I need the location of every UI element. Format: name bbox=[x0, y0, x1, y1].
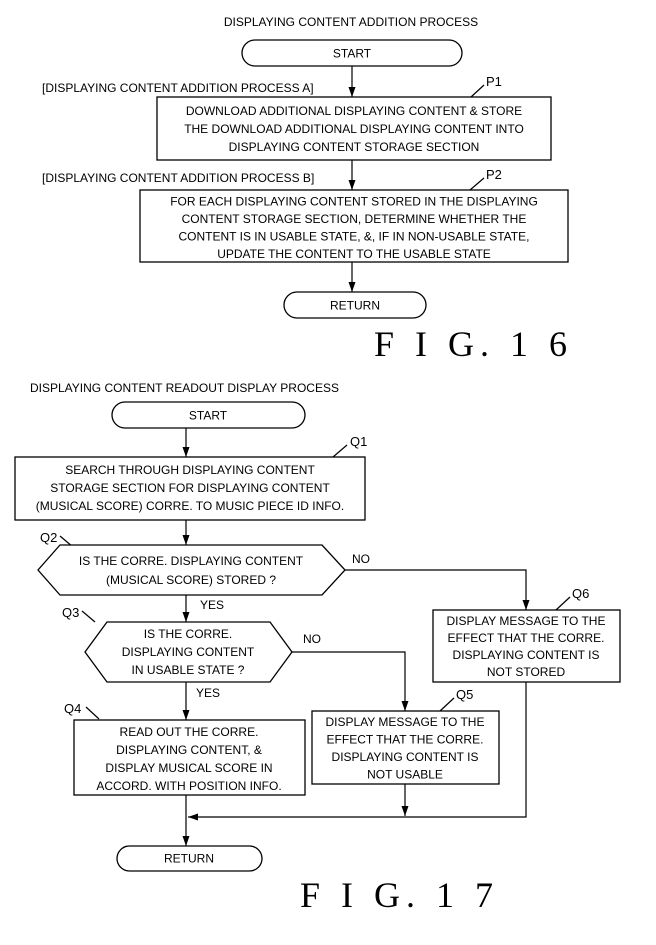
q2-ref-label: Q2 bbox=[40, 530, 57, 545]
fig17-start-terminator: START bbox=[111, 401, 306, 429]
fig16-step-p2: P2 FOR EACH DISPLAYING CONTENT STORED IN… bbox=[139, 167, 569, 263]
fig17-title: DISPLAYING CONTENT READOUT DISPLAY PROCE… bbox=[30, 381, 339, 395]
fig17-decision-q3: Q3 IS THE CORRE. DISPLAYING CONTENT IN U… bbox=[62, 605, 321, 700]
q4-leader-line bbox=[85, 706, 100, 720]
q3-text-line: IS THE CORRE. bbox=[144, 627, 232, 641]
p2-process-box bbox=[139, 189, 569, 263]
q6-text-line: NOT STORED bbox=[487, 665, 566, 679]
fig17-arrow-q6-to-merge bbox=[188, 682, 527, 821]
fig17-step-q4: Q4 READ OUT THE CORRE. DISPLAYING CONTEN… bbox=[64, 701, 306, 796]
q3-decision-shape bbox=[84, 621, 293, 683]
p2-text-line: CONTENT IS IN USABLE STATE, &, IF IN NON… bbox=[179, 230, 530, 244]
fig17-arrow-q2-no-to-q6 bbox=[345, 569, 530, 610]
p2-ref-label: P2 bbox=[486, 167, 502, 182]
p1-process-box bbox=[156, 96, 552, 161]
q6-leader-line bbox=[555, 596, 571, 611]
fig17-step-q6: Q6 DISPLAY MESSAGE TO THE EFFECT THAT TH… bbox=[432, 586, 621, 683]
q1-leader-line bbox=[332, 444, 348, 458]
q1-ref-label: Q1 bbox=[350, 434, 367, 449]
fig17-start-label: START bbox=[189, 409, 228, 423]
q2-decision-shape bbox=[37, 544, 346, 596]
p2-text-line: CONTENT STORAGE SECTION, DETERMINE WHETH… bbox=[182, 212, 527, 226]
q3-text-line: IN USABLE STATE ? bbox=[132, 663, 245, 677]
q4-ref-label: Q4 bbox=[64, 701, 81, 716]
q2-text-line: IS THE CORRE. DISPLAYING CONTENT bbox=[79, 554, 304, 568]
p1-text-line: THE DOWNLOAD ADDITIONAL DISPLAYING CONTE… bbox=[184, 122, 524, 136]
p1-text-line: DOWNLOAD ADDITIONAL DISPLAYING CONTENT &… bbox=[186, 104, 522, 118]
fig16-return-terminator: RETURN bbox=[283, 291, 427, 319]
fig17-return-terminator: RETURN bbox=[116, 845, 263, 872]
fig16-return-label: RETURN bbox=[330, 299, 380, 313]
q6-text-line: DISPLAYING CONTENT IS bbox=[453, 648, 600, 662]
q1-text-line: SEARCH THROUGH DISPLAYING CONTENT bbox=[65, 463, 315, 477]
fig16-start-label: START bbox=[333, 47, 372, 61]
q4-text-line: ACCORD. WITH POSITION INFO. bbox=[96, 779, 281, 793]
q5-ref-label: Q5 bbox=[456, 687, 473, 702]
fig17-step-q1: Q1 SEARCH THROUGH DISPLAYING CONTENT STO… bbox=[14, 434, 367, 521]
q5-text-line: EFFECT THAT THE CORRE. bbox=[327, 733, 484, 747]
fig17-return-shape bbox=[116, 845, 263, 872]
q5-text-line: DISPLAYING CONTENT IS bbox=[332, 750, 479, 764]
q4-text-line: DISPLAY MUSICAL SCORE IN bbox=[105, 761, 272, 775]
p1-leader-line bbox=[470, 84, 485, 98]
p1-ref-label: P1 bbox=[486, 74, 502, 89]
q4-text-line: DISPLAYING CONTENT, & bbox=[116, 743, 262, 757]
q1-text-line: STORAGE SECTION FOR DISPLAYING CONTENT bbox=[50, 481, 330, 495]
q1-text-line: (MUSICAL SCORE) CORRE. TO MUSIC PIECE ID… bbox=[36, 499, 344, 513]
q3-ref-label: Q3 bbox=[62, 605, 79, 620]
q3-no-label: NO bbox=[303, 632, 321, 646]
q2-no-label: NO bbox=[352, 552, 370, 566]
q5-leader-line bbox=[439, 697, 455, 712]
q6-text-line: EFFECT THAT THE CORRE. bbox=[448, 631, 605, 645]
p2-text-line: FOR EACH DISPLAYING CONTENT STORED IN TH… bbox=[170, 195, 538, 209]
q6-process-box bbox=[432, 609, 621, 683]
p2-text-line: UPDATE THE CONTENT TO THE USABLE STATE bbox=[217, 247, 491, 261]
fig16-flowchart: DISPLAYING CONTENT ADDITION PROCESS STAR… bbox=[42, 15, 573, 364]
fig17-flowchart: DISPLAYING CONTENT READOUT DISPLAY PROCE… bbox=[14, 381, 621, 915]
q5-text-line: DISPLAY MESSAGE TO THE bbox=[326, 715, 485, 729]
q3-leader-line bbox=[81, 610, 96, 623]
fig16-step-p1: P1 DOWNLOAD ADDITIONAL DISPLAYING CONTEN… bbox=[156, 74, 552, 161]
fig17-return-label: RETURN bbox=[164, 852, 214, 866]
q5-text-line: NOT USABLE bbox=[367, 768, 443, 782]
q6-ref-label: Q6 bbox=[572, 586, 589, 601]
q4-process-box bbox=[73, 719, 306, 796]
fig17-arrow-q3-no-to-q5 bbox=[292, 651, 409, 711]
q6-text-line: DISPLAY MESSAGE TO THE bbox=[447, 614, 606, 628]
fig16-figure-label: F I G. 1 6 bbox=[374, 324, 573, 364]
fig16-process-b-label: [DISPLAYING CONTENT ADDITION PROCESS B] bbox=[42, 171, 314, 185]
fig16-return-shape bbox=[283, 291, 427, 319]
p1-text-line: DISPLAYING CONTENT STORAGE SECTION bbox=[229, 140, 480, 154]
p2-leader-line bbox=[469, 177, 485, 191]
q2-text-line: (MUSICAL SCORE) STORED ? bbox=[106, 573, 276, 587]
q4-text-line: READ OUT THE CORRE. bbox=[120, 725, 259, 739]
q3-text-line: DISPLAYING CONTENT bbox=[122, 645, 255, 659]
fig16-start-terminator: START bbox=[241, 39, 463, 67]
fig16-title: DISPLAYING CONTENT ADDITION PROCESS bbox=[224, 15, 478, 29]
fig17-start-shape bbox=[111, 401, 306, 429]
fig17-figure-label: F I G. 1 7 bbox=[300, 875, 499, 915]
q3-yes-label: YES bbox=[196, 686, 220, 700]
fig16-process-a-label: [DISPLAYING CONTENT ADDITION PROCESS A] bbox=[42, 81, 314, 95]
q1-process-box bbox=[14, 456, 366, 521]
fig17-decision-q2: Q2 IS THE CORRE. DISPLAYING CONTENT (MUS… bbox=[37, 530, 370, 612]
q2-yes-label: YES bbox=[200, 598, 224, 612]
